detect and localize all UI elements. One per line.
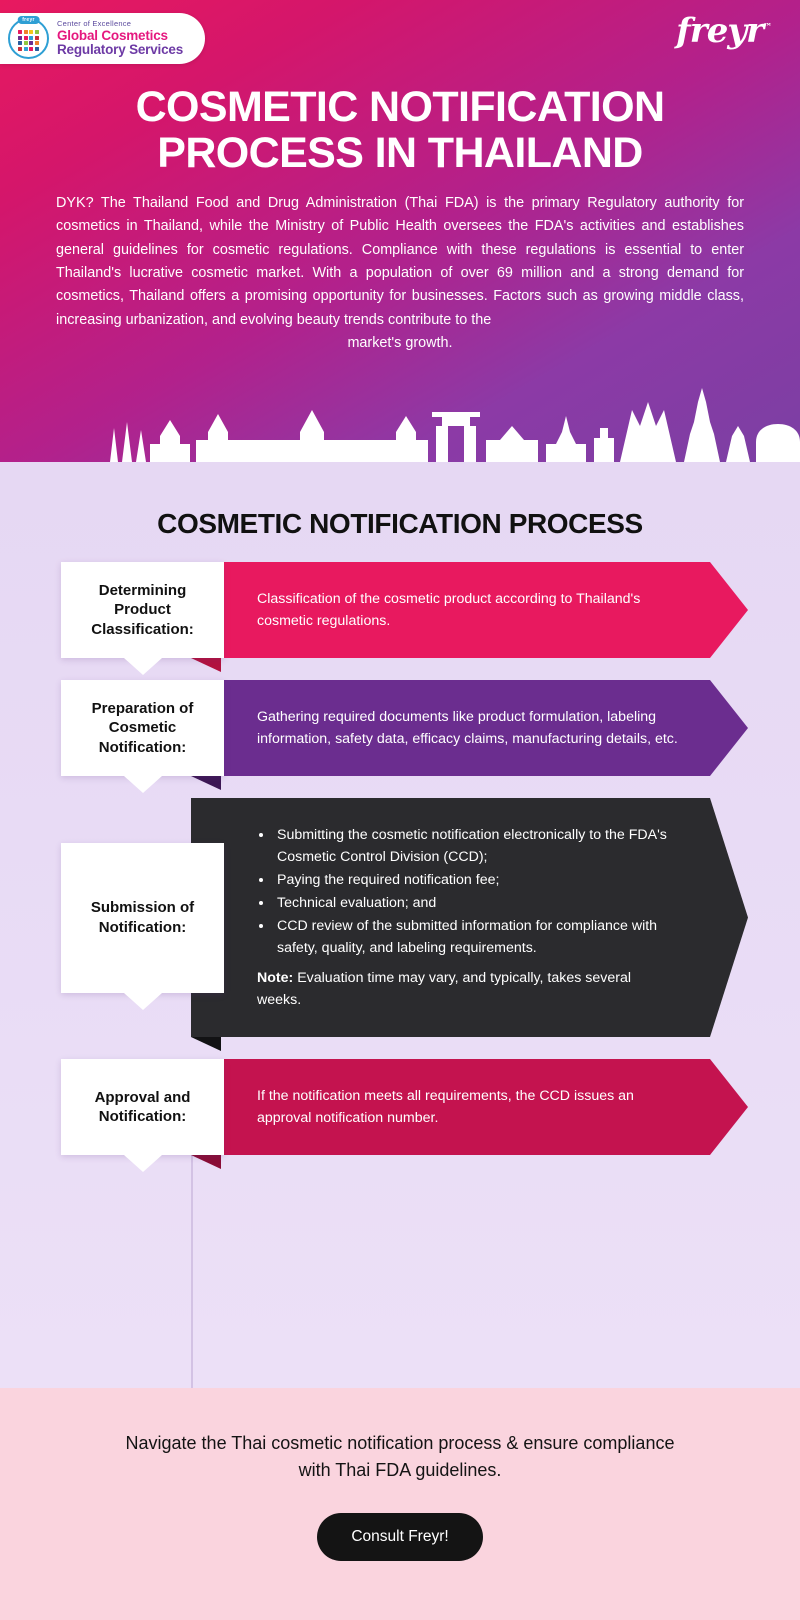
step-note-label: Note: <box>257 970 294 986</box>
process-step: If the notification meets all requiremen… <box>0 1059 800 1169</box>
step-fold-shadow <box>191 658 221 672</box>
step-bullet-item: Submitting the cosmetic notification ele… <box>274 824 678 868</box>
hero-description-text: DYK? The Thailand Food and Drug Administ… <box>56 195 744 328</box>
hero-topbar: freyr Center of Excellence Global Cosmet… <box>0 0 800 72</box>
coe-logo-badge: freyr Center of Excellence Global Cosmet… <box>0 13 206 64</box>
process-step: Classification of the cosmetic product a… <box>0 562 800 672</box>
freyr-wordmark: freyr <box>676 11 764 51</box>
color-grid-icon: freyr <box>8 16 49 59</box>
step-label-text: Determining Product Classification: <box>91 582 194 638</box>
step-bullet-list: Submitting the cosmetic notification ele… <box>257 824 678 959</box>
process-section: COSMETIC NOTIFICATION PROCESS Classifica… <box>0 462 800 1388</box>
step-fold-shadow <box>191 1037 221 1051</box>
step-banner: If the notification meets all requiremen… <box>191 1059 748 1155</box>
step-bullet-item: Technical evaluation; and <box>274 892 678 914</box>
step-banner: Submitting the cosmetic notification ele… <box>191 798 748 1037</box>
logo-tagline: Center of Excellence <box>57 18 132 28</box>
step-fold-shadow <box>191 1155 221 1169</box>
step-banner: Classification of the cosmetic product a… <box>191 562 748 658</box>
step-banner-wrap: Gathering required documents like produc… <box>191 680 748 790</box>
logo-line-1: Global Cosmetics <box>57 27 168 43</box>
process-steps-list: Classification of the cosmetic product a… <box>0 540 800 1169</box>
step-label-card: Approval and Notification: <box>61 1059 224 1155</box>
logo-color-grid <box>18 30 39 51</box>
footer-section: Navigate the Thai cosmetic notification … <box>0 1388 800 1620</box>
step-banner-wrap: Submitting the cosmetic notification ele… <box>191 798 748 1051</box>
freyr-brand-logo: freyr™ <box>676 14 772 48</box>
step-note-text: Evaluation time may vary, and typically,… <box>257 970 632 1008</box>
step-body-text: If the notification meets all requiremen… <box>257 1088 634 1126</box>
logo-pill-label: freyr <box>17 16 40 24</box>
thai-skyline-silhouette <box>110 388 800 462</box>
step-bullet-item: CCD review of the submitted information … <box>274 915 678 959</box>
hero-section: freyr Center of Excellence Global Cosmet… <box>0 0 800 462</box>
step-body-text: Classification of the cosmetic product a… <box>257 591 641 629</box>
step-banner-wrap: Classification of the cosmetic product a… <box>191 562 748 672</box>
section-title: COSMETIC NOTIFICATION PROCESS <box>157 508 643 539</box>
page-title: COSMETIC NOTIFICATION PROCESS IN THAILAN… <box>135 83 665 177</box>
process-step: Gathering required documents like produc… <box>0 680 800 790</box>
trademark-icon: ™ <box>763 22 772 33</box>
step-bullet-item: Paying the required notification fee; <box>274 869 678 891</box>
step-banner: Gathering required documents like produc… <box>191 680 748 776</box>
hero-description-lastline: market's growth. <box>347 334 453 351</box>
step-body-text: Gathering required documents like produc… <box>257 709 678 747</box>
footer-message: Navigate the Thai cosmetic notification … <box>125 1433 675 1480</box>
step-label-text: Preparation of Cosmetic Notification: <box>91 700 194 756</box>
process-connector-line <box>191 1062 193 1388</box>
logo-text-block: Center of Excellence Global Cosmetics Re… <box>57 20 183 57</box>
logo-line-2: Regulatory Services <box>57 41 184 57</box>
step-label-card: Determining Product Classification: <box>61 562 224 658</box>
step-fold-shadow <box>191 776 221 790</box>
step-label-text: Approval and Notification: <box>94 1088 191 1125</box>
step-label-card: Preparation of Cosmetic Notification: <box>61 680 224 776</box>
process-step: Submitting the cosmetic notification ele… <box>0 798 800 1051</box>
step-label-card: Submission of Notification: <box>61 842 224 993</box>
step-note: Note: Evaluation time may vary, and typi… <box>257 967 678 1011</box>
step-banner-wrap: If the notification meets all requiremen… <box>191 1059 748 1169</box>
hero-description: DYK? The Thailand Food and Drug Administ… <box>0 176 800 355</box>
consult-freyr-button[interactable]: Consult Freyr! <box>317 1513 483 1562</box>
step-label-text: Submission of Notification: <box>90 899 195 936</box>
